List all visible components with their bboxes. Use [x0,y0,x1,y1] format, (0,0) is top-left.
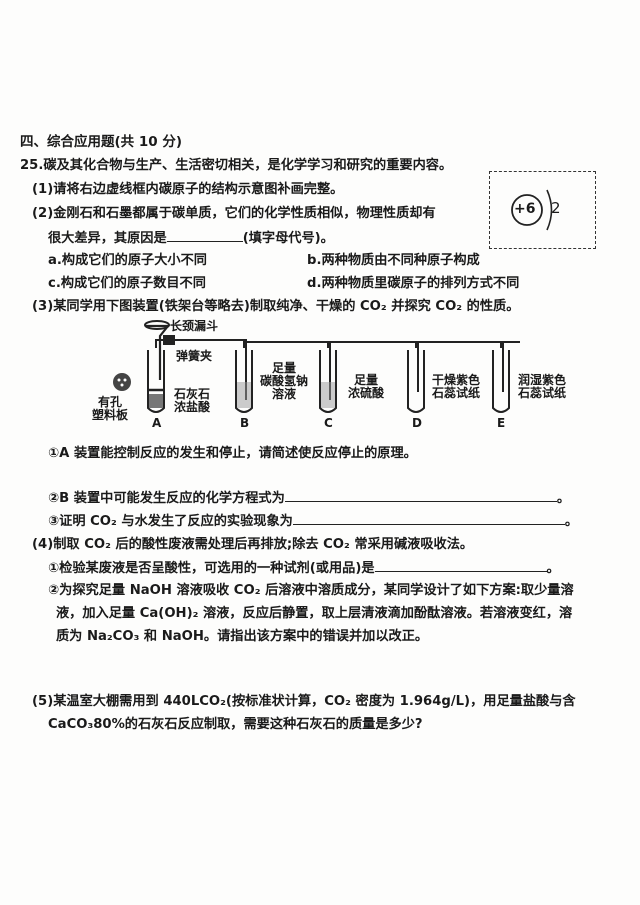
apparatus-diagram: 长颈漏斗 弹簧夹 有孔塑料板 石灰石浓盐酸 足量碳酸氢钠溶液 足量浓硫酸 干燥紫… [90,320,590,432]
section-title: 四、综合应用题(共 10 分) [20,134,183,150]
letter-d: D [412,416,422,430]
part-3-text: (3)某同学用下图装置(铁架台等略去)制取纯净、干燥的 CO₂ 并探究 CO₂ … [32,299,520,314]
pipe-a-b [155,339,247,400]
option-b: b.两种物质由不同种原子构成 [307,253,480,268]
part-1-text: (1)请将右边虚线框内碳原子的结构示意图补画完整。 [32,182,344,197]
apparatus-drawing [113,320,520,413]
pipe-c-d [327,341,419,392]
letter-a: A [152,416,162,430]
answer-blank-4-1[interactable] [374,559,547,572]
label-funnel: 长颈漏斗 [170,319,219,333]
option-c: c.构成它们的原子数目不同 [48,276,206,291]
letter-e: E [497,416,506,430]
part-2-line-1: (2)金刚石和石墨都属于碳单质，它们的化学性质相似，物理性质却有 [32,206,436,221]
answer-blank-2[interactable] [166,229,243,242]
part-3-q2: ②B 装置中可能发生反应的化学方程式为。 [48,489,570,506]
part-2-line-2: 很大差异，其原因是 (填字母代号)。 [48,229,334,248]
part-5-line-2: CaCO₃80%的石灰石反应制取，需要这种石灰石的质量是多少? [48,717,423,732]
pipe-b-c [243,341,331,400]
tube-a [147,350,165,413]
label-reagent-d: 干燥紫色石蕊试纸 [432,373,481,400]
answer-blank-3-3[interactable] [292,512,565,525]
electron-count: 2 [551,199,561,217]
part-4-q2-line-1: ②为探究足量 NaOH 溶液吸收 CO₂ 后溶液中溶质成分，某同学设计了如下方案… [48,583,574,598]
letter-b: B [240,416,250,430]
atom-diagram [511,189,553,231]
long-neck-funnel [146,324,171,380]
letter-c: C [324,416,333,430]
label-reagent-e: 润湿紫色石蕊试纸 [518,373,567,400]
part-3-q1: ①A 装置能控制反应的发生和停止，请简述使反应停止的原理。 [48,446,417,461]
liquid-a [149,394,163,408]
liquid-b [237,382,251,408]
part-4-q2-line-3: 质为 Na₂CO₃ 和 NaOH。请指出该方案中的错误并加以改正。 [56,629,429,644]
tube-e [492,350,510,413]
part-3-q3: ③证明 CO₂ 与水发生了反应的实验现象为。 [48,512,579,529]
funnel-mouth [144,320,170,330]
part-2-suffix: (填字母代号)。 [242,231,334,246]
label-reagent-b: 足量碳酸氢钠溶液 [260,361,309,401]
spring-clamp [163,335,175,345]
question-25-stem: 25.碳及其化合物与生产、生活密切相关，是化学学习和研究的重要内容。 [20,158,453,173]
atom-structure-box[interactable]: +6 2 [489,171,596,249]
liquid-c [321,382,335,408]
nucleus-circle [511,194,543,226]
label-reagent-c: 足量浓硫酸 [348,373,385,400]
part-4-q2-line-2: 液，加入足量 Ca(OH)₂ 溶液，反应后静置，取上层清液滴加酚酞溶液。若溶液变… [56,606,573,621]
answer-blank-3-2[interactable] [284,489,557,502]
part-5-line-1: (5)某温室大棚需用到 440LCO₂(按标准状计算，CO₂ 密度为 1.964… [32,694,576,709]
part-4-q1: ①检验某废液是否呈酸性，可选用的一种试剂(或用品)是。 [48,559,560,576]
label-plate: 有孔塑料板 [92,395,129,422]
option-a: a.构成它们的原子大小不同 [48,253,207,268]
nucleus-charge: +6 [514,201,536,217]
tube-b [235,350,253,413]
pipe-d-e [415,341,504,392]
tube-c [319,350,337,413]
electron-shell-arc [546,189,553,231]
tube-d [407,350,425,413]
plate-illustration [113,373,131,391]
label-clamp: 弹簧夹 [176,349,213,363]
part-4-text: (4)制取 CO₂ 后的酸性废液需处理后再排放;除去 CO₂ 常采用碱液吸收法。 [32,537,474,552]
label-reagent-a: 石灰石浓盐酸 [174,387,211,414]
option-d: d.两种物质里碳原子的排列方式不同 [307,276,520,291]
outlet-pipe [500,341,520,348]
part-2-prefix: 很大差异，其原因是 [48,231,167,246]
